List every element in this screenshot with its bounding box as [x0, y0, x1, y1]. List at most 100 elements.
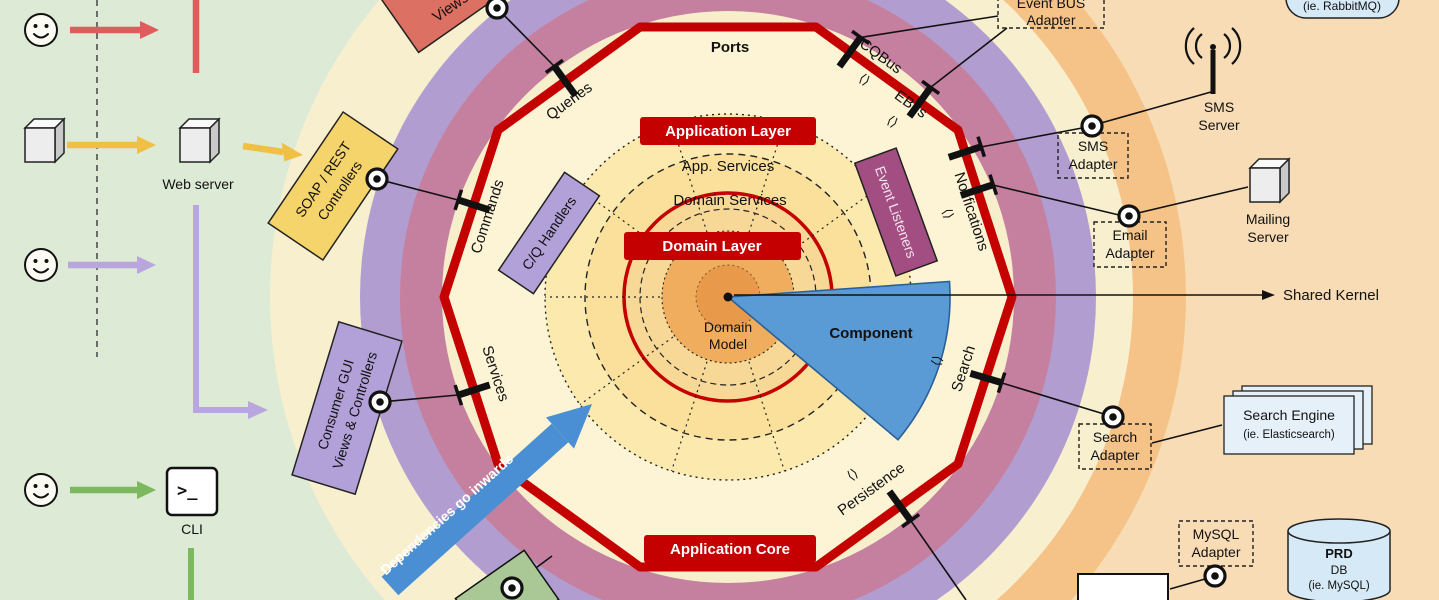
shared-kernel-arrowhead	[1262, 290, 1275, 300]
web-server-icon	[178, 117, 221, 164]
port-socket	[365, 167, 389, 191]
connector-bar	[457, 381, 491, 399]
search-engine-label-1: Search Engine	[1243, 407, 1335, 423]
connector-bar	[959, 181, 995, 199]
cli-icon: >_	[165, 466, 219, 517]
application-core-badge	[644, 535, 816, 563]
connector-bar	[886, 489, 914, 523]
connector-line	[379, 394, 459, 403]
search-engine-label-2: (ie. Elasticsearch)	[1243, 429, 1335, 441]
connector-cap	[453, 189, 464, 211]
cli-glyph: >_	[177, 481, 198, 501]
server-icon	[23, 117, 66, 164]
component-wedge	[725, 280, 951, 441]
sms-to-server-line	[1100, 91, 1212, 124]
connector-bar	[457, 196, 491, 214]
application-core-label: Application Core	[670, 541, 790, 558]
domain-layer-label: Domain Layer	[662, 238, 761, 255]
rabbitmq-shape	[1285, 0, 1400, 19]
mysql-adapter-label-1: MySQL	[1193, 526, 1240, 542]
event-bus-adapter-label-1: Event BUS	[1017, 0, 1085, 11]
connector-line	[930, 27, 1008, 89]
driven-adapters: Event BUS Adapter SMS Adapter Email Adap…	[997, 0, 1254, 567]
mailing-server-label-2: Server	[1247, 229, 1289, 245]
connector-cap	[996, 372, 1007, 394]
views-box: Views	[379, 0, 505, 54]
domain-model-label-1: Domain	[704, 319, 752, 335]
shared-kernel-label: Shared Kernel	[1283, 287, 1379, 304]
search-engine-icon	[1223, 385, 1373, 455]
connector-bar	[906, 85, 934, 119]
connector-bar	[551, 64, 579, 98]
actor-arrows	[67, 0, 303, 600]
component-label: Component	[829, 325, 912, 342]
connector-line	[1001, 382, 1105, 415]
db-label-2: DB	[1331, 563, 1348, 577]
bottom-green-box	[454, 549, 560, 600]
connector-line	[496, 7, 555, 67]
red-arrowhead	[140, 21, 159, 39]
event-bus-adapter-box	[997, 0, 1105, 29]
sms-server-label-2: Server	[1198, 117, 1240, 133]
yellow-arrowhead-2	[281, 142, 303, 162]
green-arrowhead	[137, 481, 156, 499]
component-slice: Component	[725, 280, 951, 441]
connector-cap	[851, 29, 871, 46]
orm-to-mysql-line	[1169, 578, 1206, 590]
purple-arrowhead	[137, 256, 156, 274]
connector-line	[980, 127, 1083, 148]
connector-cap	[921, 79, 941, 96]
purple-elbow-arrowhead	[248, 401, 268, 419]
port-socket	[485, 0, 509, 20]
cq-handlers-rect	[497, 171, 601, 295]
connector-bar	[969, 370, 1003, 386]
soap-rest-rect	[267, 110, 399, 262]
connectors	[376, 7, 1249, 600]
rabbitmq-label: (ie. RabbitMQ)	[1303, 0, 1381, 13]
connector-line	[992, 184, 1120, 216]
shared-kernel-annotation: Shared Kernel	[723, 287, 1379, 304]
mailing-server-icon	[1248, 157, 1291, 204]
connector-line	[376, 178, 459, 201]
application-layer-badge	[640, 117, 816, 145]
search-to-engine-line	[1151, 424, 1223, 444]
user-icon-top	[24, 13, 58, 47]
dependencies-arrowhead	[546, 404, 592, 449]
port-sockets	[365, 0, 1227, 600]
external-systems: (ie. RabbitMQ) SMS Server Mailing Server…	[1077, 0, 1400, 600]
email-to-mailing-line	[1137, 186, 1249, 214]
domain-services-label: Domain Services	[673, 192, 786, 209]
sms-server-icon	[1184, 27, 1242, 94]
web-server-label: Web server	[162, 176, 234, 192]
yellow-arrow-2	[242, 142, 284, 156]
dependencies-shaft	[381, 423, 569, 596]
connector-cap	[544, 58, 564, 75]
domain-layer-badge	[624, 232, 801, 260]
purple-elbow	[193, 205, 248, 413]
connector-cap	[453, 384, 464, 406]
core-center-dot	[723, 292, 733, 302]
port-socket	[368, 390, 392, 414]
connector-line	[860, 15, 999, 39]
port-socket	[1080, 114, 1104, 138]
cli-label: CLI	[181, 521, 203, 537]
event-listeners-rect	[853, 147, 939, 277]
user-icon-bottom	[24, 473, 58, 507]
sms-adapter-label-1: SMS	[1078, 138, 1108, 154]
connector-cap	[901, 512, 921, 529]
search-adapter-label-2: Adapter	[1090, 447, 1139, 463]
core-labels: Ports Application Layer App. Services Do…	[624, 39, 816, 563]
port-symbol-notifications: ⟨⟩	[940, 206, 957, 220]
connector-bar	[836, 35, 864, 69]
left-actors: Web server >_ CLI	[23, 0, 303, 600]
port-socket	[1117, 204, 1141, 228]
email-adapter-label-1: Email	[1112, 227, 1147, 243]
application-layer-label: Application Layer	[665, 123, 791, 140]
domain-model-label-2: Model	[709, 336, 747, 352]
orm-box	[1077, 573, 1169, 600]
views-rect	[379, 0, 505, 54]
yellow-arrowhead	[137, 136, 156, 154]
connector-cap	[976, 136, 987, 158]
bottom-green-rect	[454, 549, 560, 600]
app-services-label: App. Services	[682, 158, 775, 175]
